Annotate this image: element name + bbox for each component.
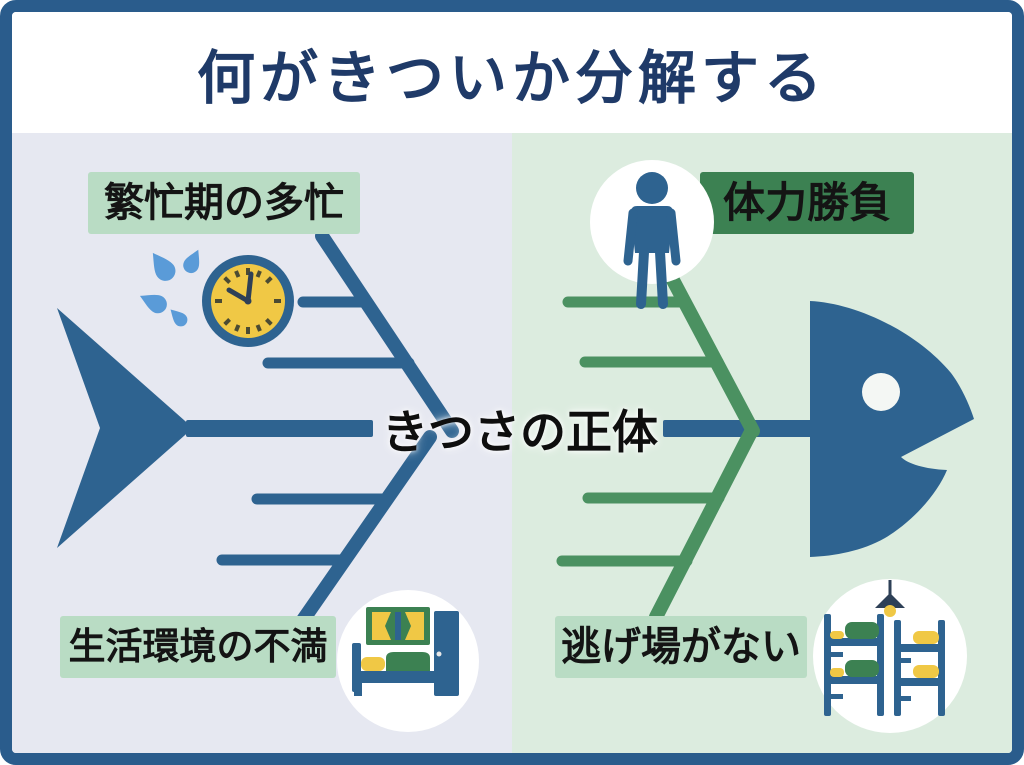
cause-badge-busy-season: 繁忙期の多忙 — [88, 172, 360, 234]
spine-label: きつさの正体 — [382, 406, 658, 458]
header: 何がきついか分解する — [12, 12, 1012, 133]
cause-badge-no-escape: 逃げ場がない — [555, 616, 807, 678]
cause-badge-physical: 体力勝負 — [700, 172, 914, 234]
page-title: 何がきついか分解する — [196, 45, 827, 111]
cause-badge-living-env: 生活環境の不満 — [60, 616, 336, 678]
